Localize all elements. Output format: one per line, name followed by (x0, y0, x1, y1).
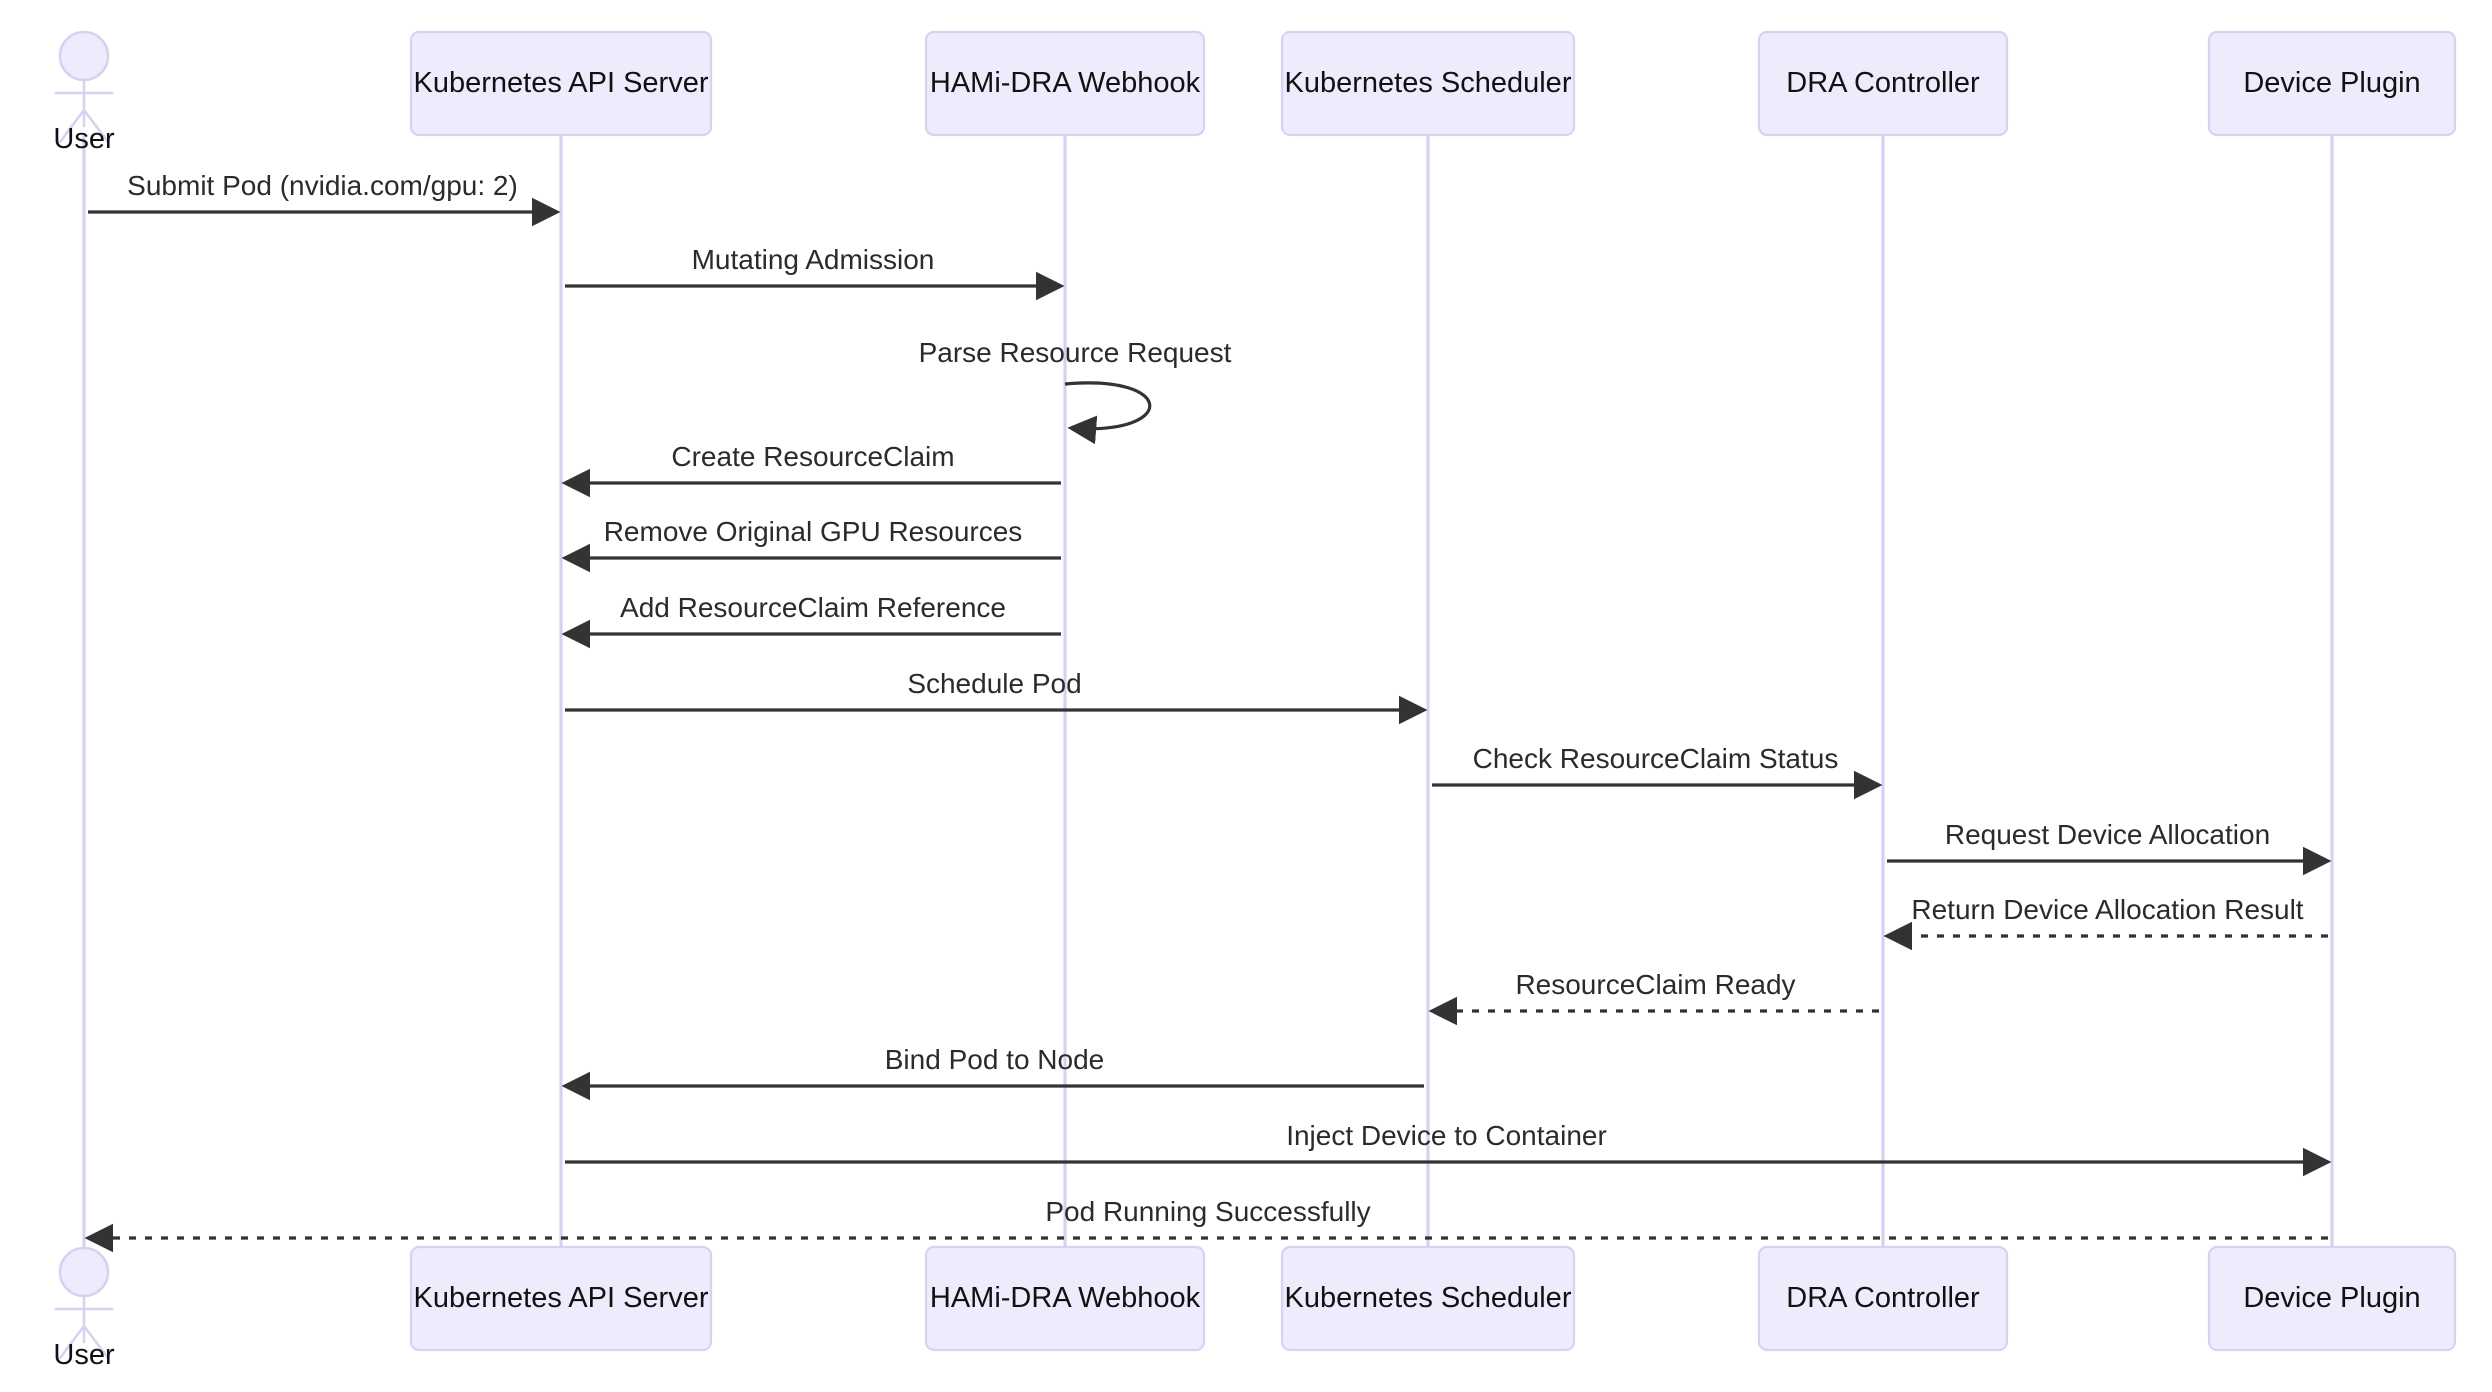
actor-leg-right-icon (82, 108, 110, 144)
message-m3-parse-resource-request[interactable]: Parse Resource Request (919, 337, 1232, 445)
participant-webhook-bottom[interactable]: HAMi-DRA Webhook (924, 1245, 1206, 1352)
message-m4-create-resourceclaim[interactable]: Create ResourceClaim (561, 441, 1061, 498)
message-m8-check-resourceclaim-status[interactable]: Check ResourceClaim Status (1432, 743, 1883, 800)
message-m14-pod-running-successfully[interactable]: Pod Running Successfully (84, 1196, 2328, 1253)
participant-label-device-plugin: Device Plugin (2243, 67, 2420, 99)
message-label: Add ResourceClaim Reference (620, 592, 1006, 623)
message-m12-bind-pod-to-node[interactable]: Bind Pod to Node (561, 1044, 1424, 1101)
participant-api-bottom[interactable]: Kubernetes API Server (409, 1245, 713, 1352)
message-label: Create ResourceClaim (671, 441, 954, 472)
actor-user-top[interactable]: User (53, 30, 115, 155)
message-label: Inject Device to Container (1286, 1120, 1607, 1151)
message-m2-mutating-admission[interactable]: Mutating Admission (565, 244, 1065, 301)
message-m1-submit-pod-nvidia-com-gpu-2[interactable]: Submit Pod (nvidia.com/gpu: 2) (88, 170, 561, 227)
participant-label-hami-dra-webhook: HAMi-DRA Webhook (930, 1282, 1201, 1314)
message-label: Return Device Allocation Result (1911, 894, 2303, 925)
participant-label-hami-dra-webhook: HAMi-DRA Webhook (930, 67, 1201, 99)
participant-box[interactable] (924, 30, 1206, 137)
participant-label-device-plugin: Device Plugin (2243, 1282, 2420, 1314)
participant-dra-top[interactable]: DRA Controller (1757, 30, 2009, 137)
participant-label-dra-controller: DRA Controller (1786, 67, 1980, 99)
actor-head-icon (58, 1246, 110, 1298)
actor-user-bottom[interactable]: User (53, 1246, 115, 1371)
participant-box[interactable] (1757, 30, 2009, 137)
message-m10-return-device-allocation-result[interactable]: Return Device Allocation Result (1883, 894, 2328, 951)
participant-box[interactable] (1280, 1245, 1576, 1352)
participant-label-kubernetes-scheduler: Kubernetes Scheduler (1285, 67, 1572, 99)
message-m6-add-resourceclaim-reference[interactable]: Add ResourceClaim Reference (561, 592, 1061, 649)
participant-scheduler-bottom[interactable]: Kubernetes Scheduler (1280, 1245, 1576, 1352)
participant-label-kubernetes-scheduler: Kubernetes Scheduler (1285, 1282, 1572, 1314)
participant-box[interactable] (409, 30, 713, 137)
message-label: Request Device Allocation (1945, 819, 2270, 850)
message-label: Bind Pod to Node (885, 1044, 1105, 1075)
message-label: ResourceClaim Ready (1515, 969, 1795, 1000)
participant-scheduler-top[interactable]: Kubernetes Scheduler (1280, 30, 1576, 137)
message-label: Check ResourceClaim Status (1473, 743, 1839, 774)
message-m13-inject-device-to-container[interactable]: Inject Device to Container (565, 1120, 2332, 1177)
participant-box[interactable] (1280, 30, 1576, 137)
participant-box[interactable] (924, 1245, 1206, 1352)
lifelines-layer (82, 135, 2334, 1247)
participant-webhook-top[interactable]: HAMi-DRA Webhook (924, 30, 1206, 137)
message-label: Submit Pod (nvidia.com/gpu: 2) (127, 170, 518, 201)
participant-label-kubernetes-api-server: Kubernetes API Server (414, 67, 709, 99)
actor-label-user: User (53, 1339, 115, 1371)
actor-leg-left-icon (58, 1324, 86, 1360)
participant-box[interactable] (1757, 1245, 2009, 1352)
participant-box[interactable] (409, 1245, 713, 1352)
participant-dra-bottom[interactable]: DRA Controller (1757, 1245, 2009, 1352)
actor-head-icon (58, 30, 110, 82)
participant-api-top[interactable]: Kubernetes API Server (409, 30, 713, 137)
message-label: Parse Resource Request (919, 337, 1232, 368)
participant-box[interactable] (2207, 30, 2457, 137)
actor-label-user: User (53, 123, 115, 155)
messages-layer: Submit Pod (nvidia.com/gpu: 2) Mutating A… (84, 170, 2332, 1253)
participant-label-kubernetes-api-server: Kubernetes API Server (414, 1282, 709, 1314)
actor-leg-left-icon (58, 108, 86, 144)
message-m7-schedule-pod[interactable]: Schedule Pod (565, 668, 1428, 725)
participant-label-dra-controller: DRA Controller (1786, 1282, 1980, 1314)
message-label: Pod Running Successfully (1045, 1196, 1370, 1227)
message-label: Schedule Pod (907, 668, 1081, 699)
message-m5-remove-original-gpu-resources[interactable]: Remove Original GPU Resources (561, 516, 1061, 573)
message-m9-request-device-allocation[interactable]: Request Device Allocation (1887, 819, 2332, 876)
message-self-loop (1064, 381, 1152, 445)
message-label: Mutating Admission (692, 244, 935, 275)
message-m11-resourceclaim-ready[interactable]: ResourceClaim Ready (1428, 969, 1879, 1026)
participant-plugin-top[interactable]: Device Plugin (2207, 30, 2457, 137)
participant-plugin-bottom[interactable]: Device Plugin (2207, 1245, 2457, 1352)
actor-leg-right-icon (82, 1324, 110, 1360)
message-label: Remove Original GPU Resources (604, 516, 1023, 547)
participant-box[interactable] (2207, 1245, 2457, 1352)
